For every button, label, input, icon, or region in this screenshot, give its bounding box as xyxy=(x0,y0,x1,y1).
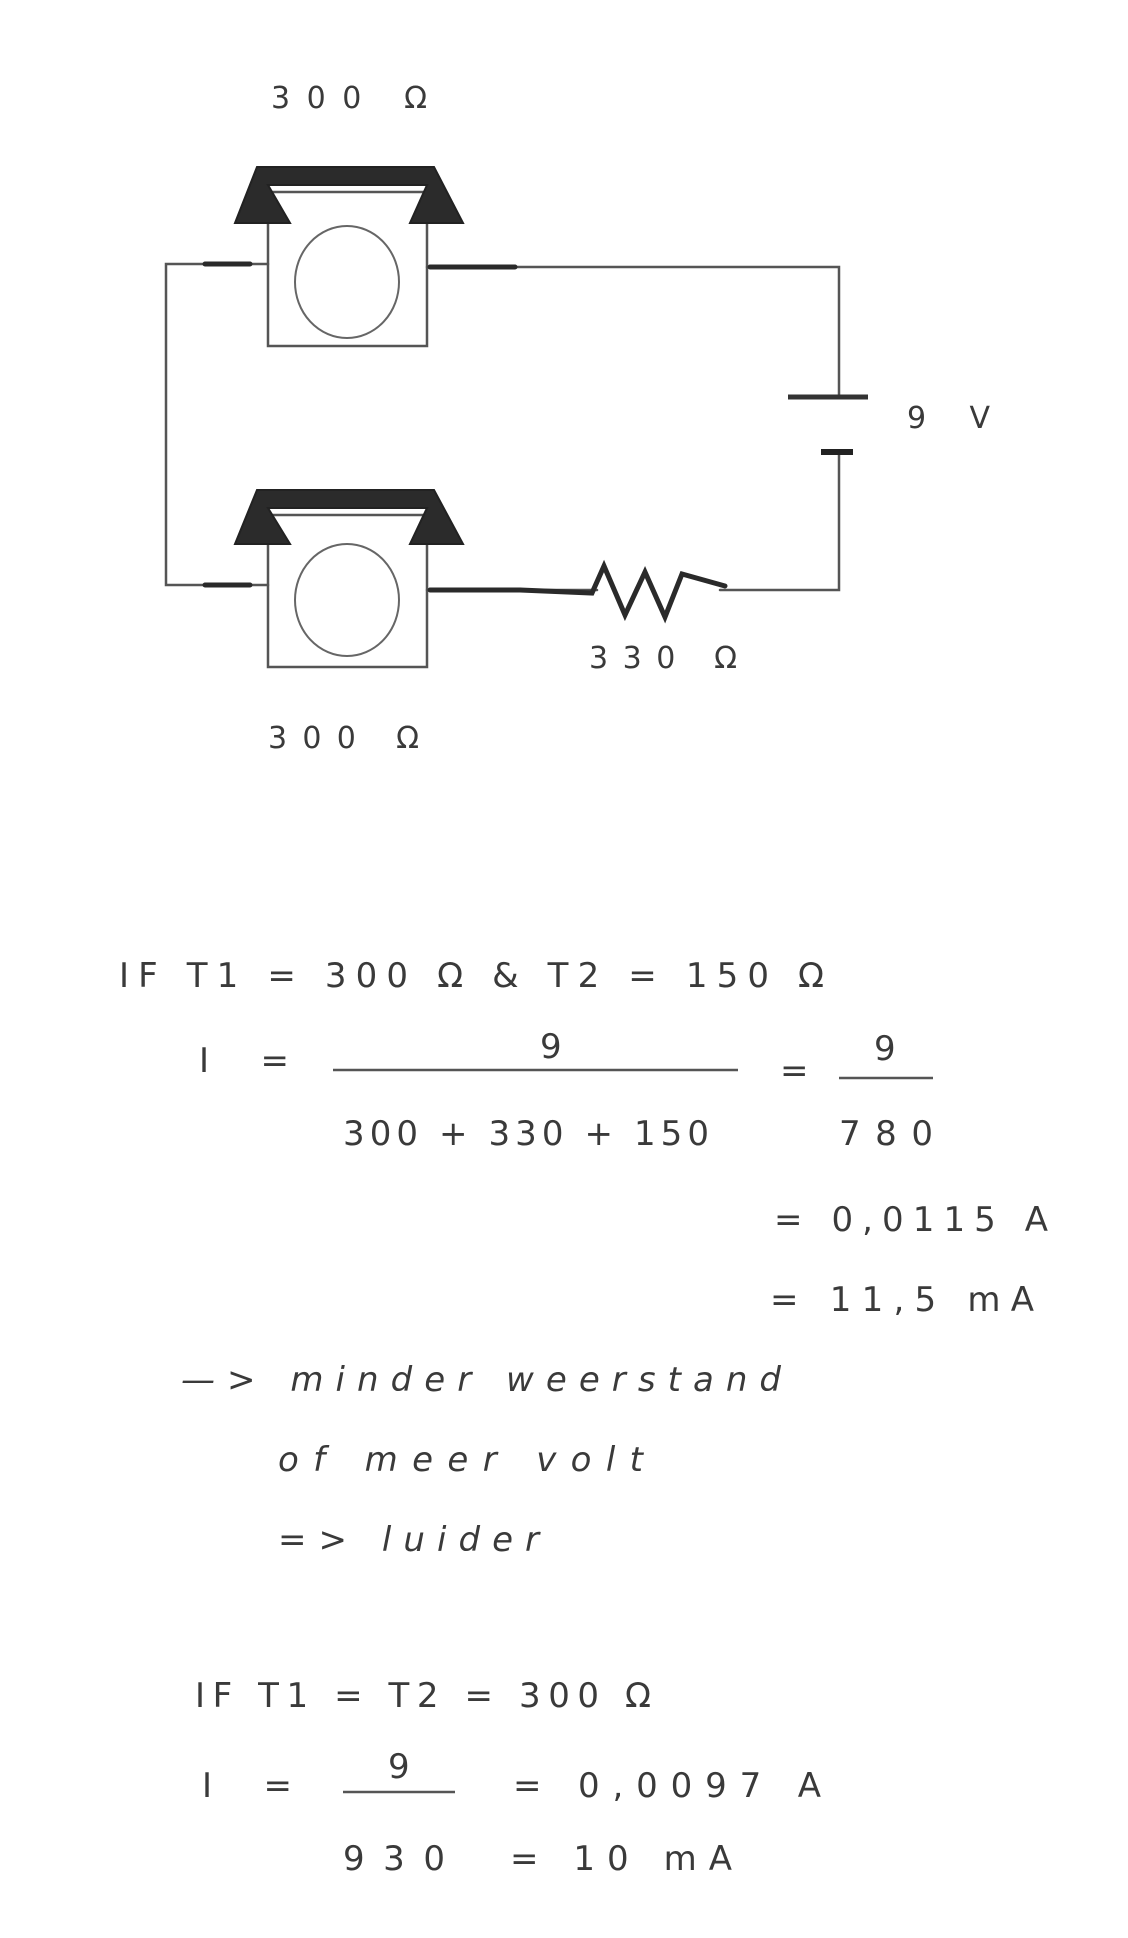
condition-1: IF T1 = 300 Ω & T2 = 150 Ω xyxy=(119,956,824,996)
wires xyxy=(164,261,841,593)
speaker-bottom-label: 300 Ω xyxy=(268,721,419,756)
result-milliamps: = 11,5 mA xyxy=(770,1280,1034,1320)
battery-icon xyxy=(788,394,868,455)
result-amps-2: = 0,0097 A xyxy=(513,1766,821,1806)
numerator-3: 9 xyxy=(388,1747,410,1787)
speaker-icon xyxy=(233,489,465,669)
resistor-icon xyxy=(517,559,728,624)
equals-sign: = xyxy=(780,1051,809,1091)
resistor-label: 330 Ω xyxy=(589,641,737,676)
speaker-icon xyxy=(233,166,465,348)
result-milliamps-2: = 10 mA xyxy=(510,1839,732,1879)
denominator-2: 780 xyxy=(839,1114,933,1154)
calculation-1: IF T1 = 300 Ω & T2 = 150 Ω I = 9 300 + 3… xyxy=(119,956,1048,1320)
note-line-2: of meer volt xyxy=(278,1440,645,1480)
denominator: 300 + 330 + 150 xyxy=(343,1114,709,1154)
numerator-2: 9 xyxy=(874,1029,896,1069)
current-lhs: I = xyxy=(199,1041,289,1081)
battery-label: 9 V xyxy=(907,401,990,436)
denominator-3: 930 xyxy=(343,1839,445,1879)
note-line-1: —> minder weerstand xyxy=(181,1360,781,1400)
speaker-top-label: 300 Ω xyxy=(271,81,427,116)
circuit-diagram: 300 Ω 9 V xyxy=(164,81,990,756)
result-amps: = 0,0115 A xyxy=(774,1200,1048,1240)
note-line-3: => luider xyxy=(278,1520,541,1560)
notes: —> minder weerstand of meer volt => luid… xyxy=(181,1360,781,1560)
condition-2: IF T1 = T2 = 300 Ω xyxy=(195,1676,651,1716)
calculation-2: IF T1 = T2 = 300 Ω I = 9 930 = 0,0097 A … xyxy=(195,1676,821,1879)
numerator: 9 xyxy=(540,1027,562,1067)
current-lhs-2: I = xyxy=(202,1766,292,1806)
